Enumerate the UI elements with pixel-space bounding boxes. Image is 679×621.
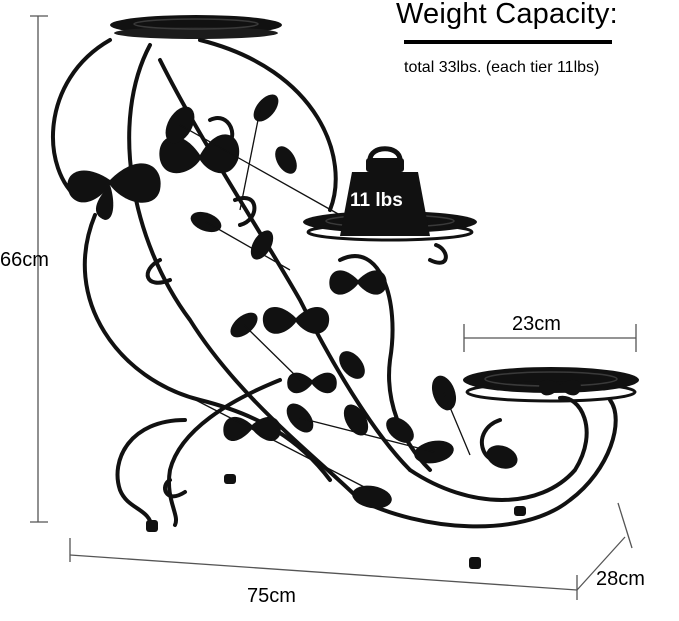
weight-badge-label: 11 lbs [350,190,403,211]
stand-feet [146,474,526,569]
leaf-stems [179,109,471,491]
depth-guide-cap [617,502,633,549]
weight-icon [340,146,430,236]
depth-guide-line [576,536,626,591]
butterfly-decorations [67,134,581,442]
scroll-frame [51,38,618,530]
weight-capacity-subtitle: total 33lbs. (each tier 11lbs) [404,59,600,76]
dimension-guides [30,15,637,600]
width-guide-line [69,554,578,591]
height-dimension-label: 66cm [0,249,49,271]
depth-dimension-label: 28cm [596,568,645,590]
top-tray [110,15,282,39]
tray-diameter-label: 23cm [512,313,561,335]
weight-capacity-title: Weight Capacity: [396,0,618,30]
title-underline [404,40,612,44]
width-dimension-label: 75cm [247,585,296,607]
